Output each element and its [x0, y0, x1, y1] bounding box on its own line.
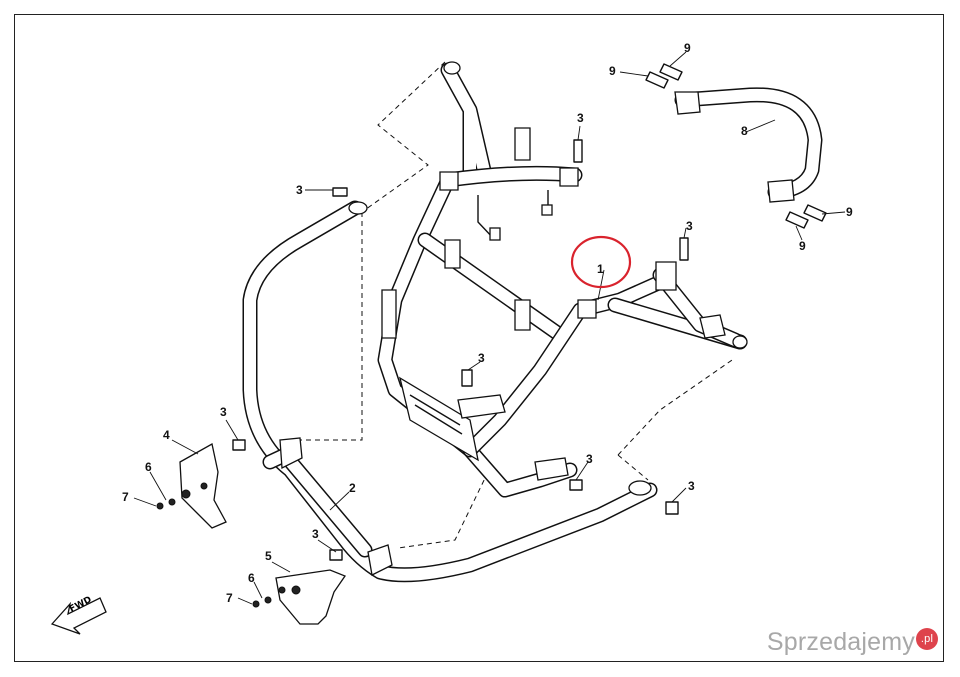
callout-3-right: 3	[686, 219, 693, 233]
main-frame	[377, 61, 748, 498]
callout-4: 4	[163, 428, 170, 442]
callout-7-lower: 7	[226, 591, 233, 605]
callout-5: 5	[265, 549, 272, 563]
callout-6-upper: 6	[145, 460, 152, 474]
skid-plate-4	[179, 443, 227, 529]
callout-2: 2	[349, 481, 356, 495]
callout-9-bottom: 9	[799, 239, 806, 253]
diagram-frame	[14, 14, 944, 662]
callout-7-upper: 7	[122, 490, 129, 504]
callout-1: 1	[597, 262, 604, 276]
callout-9-right: 9	[846, 205, 853, 219]
front-bumper-tube	[242, 200, 658, 583]
watermark-badge: .pl	[916, 628, 938, 650]
watermark-text: Sprzedajemy	[766, 628, 915, 656]
callout-9-top: 9	[684, 41, 691, 55]
highlight-circle	[570, 235, 632, 289]
callout-3-bottom: 3	[312, 527, 319, 541]
callout-3-center: 3	[478, 351, 485, 365]
callout-3-center-top: 3	[577, 111, 584, 125]
callout-3-lower-right: 3	[688, 479, 695, 493]
callout-3-left: 3	[220, 405, 227, 419]
callout-8: 8	[741, 124, 748, 138]
callout-3-lower-center: 3	[586, 452, 593, 466]
watermark: Sprzedajemy.pl	[767, 628, 938, 657]
callout-9-left: 9	[609, 64, 616, 78]
callout-3-left-top: 3	[296, 183, 303, 197]
skid-plate-5	[275, 569, 346, 625]
leader-lines	[133, 51, 846, 605]
assembly-dashed-lines	[290, 61, 736, 549]
callout-6-lower: 6	[248, 571, 255, 585]
rear-bar	[674, 87, 823, 203]
forward-arrow-icon	[50, 597, 107, 635]
